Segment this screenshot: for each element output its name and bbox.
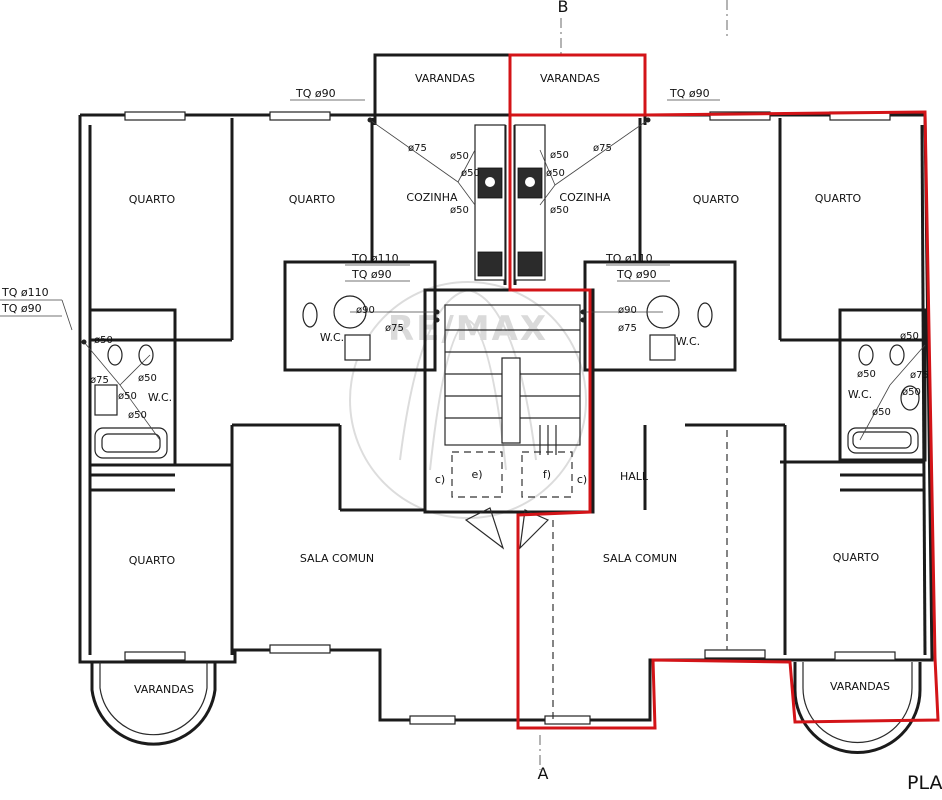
apartment-outline — [508, 53, 940, 730]
pipe-label-d50-wc-left-b: ø50 — [138, 373, 157, 384]
section-mark-a: A — [538, 764, 549, 783]
stair-mark-f: f) — [543, 468, 551, 481]
pipe-label-tq110-left: TQ ø110 — [1, 286, 49, 299]
room-varandas-bottom-right: VARANDAS — [830, 680, 890, 693]
pipe-label-d50-wc-right-d: ø50 — [872, 407, 891, 418]
pipe-label-d50-kitchen-left-c: ø50 — [450, 205, 469, 216]
pipe-label-d75-wc-right: ø75 — [910, 370, 929, 381]
room-cozinha-left: COZINHA — [406, 191, 458, 204]
stair-mark-c-right: c) — [577, 473, 587, 486]
pipe-label-d50-wc-left-d: ø50 — [128, 410, 147, 421]
room-quarto-3: QUARTO — [693, 193, 740, 206]
pipe-label-d90-wc-cr: ø90 — [618, 305, 637, 316]
stair-core — [444, 304, 581, 550]
pipe-label-tq90-left: TQ ø90 — [1, 302, 42, 315]
room-varandas-bottom-left: VARANDAS — [134, 683, 194, 696]
pipe-label-d50-wc-left-c: ø50 — [118, 391, 137, 402]
pipe-label-d50-kitchen-right-a: ø50 — [550, 150, 569, 161]
room-cozinha-right: COZINHA — [559, 191, 611, 204]
room-wc-right: W.C. — [848, 388, 872, 401]
pipe-label-d75-wc-left: ø75 — [90, 375, 109, 386]
room-varandas-top-right: VARANDAS — [540, 72, 600, 85]
remax-watermark: RE/MAX — [349, 281, 587, 519]
pipe-label-d75-kitchen-left: ø75 — [408, 143, 427, 154]
pipe-label-tq90-top-right: TQ ø90 — [669, 87, 710, 100]
room-quarto-2: QUARTO — [289, 193, 336, 206]
stair-mark-c-left: c) — [435, 473, 445, 486]
room-wc-center-right: W.C. — [676, 335, 700, 348]
room-quarto-5: QUARTO — [129, 554, 176, 567]
watermark-text: RE/MAX — [388, 309, 548, 349]
pipe-label-d50-kitchen-left-a: ø50 — [450, 151, 469, 162]
pipe-label-tq110-center-right: TQ ø110 — [605, 252, 653, 265]
pipe-label-d75-kitchen-right: ø75 — [593, 143, 612, 154]
pipe-label-d50-wc-right-c: ø50 — [902, 387, 921, 398]
pipe-label-d50-wc-left-a: ø50 — [94, 335, 113, 346]
plan-title-fragment: PLA — [907, 772, 942, 794]
window-marks — [124, 111, 896, 725]
room-quarto-1: QUARTO — [129, 193, 176, 206]
kitchen-counters — [474, 124, 546, 281]
room-quarto-6: QUARTO — [833, 551, 880, 564]
pipe-lines — [0, 99, 926, 441]
section-mark-b: B — [558, 0, 569, 16]
pipe-label-tq90-center-right: TQ ø90 — [616, 268, 657, 281]
room-hall: HALL — [620, 470, 649, 483]
bathroom-fixtures — [94, 295, 920, 459]
pipe-label-tq90-top-left: TQ ø90 — [295, 87, 336, 100]
room-varandas-top-left: VARANDAS — [415, 72, 475, 85]
pipe-label-tq90-center-left: TQ ø90 — [351, 268, 392, 281]
room-sala-right: SALA COMUN — [603, 552, 677, 565]
pipe-label-d50-kitchen-left-b: ø50 — [461, 168, 480, 179]
pipe-label-d90-wc-cl: ø90 — [356, 305, 375, 316]
stair-mark-e: e) — [471, 468, 482, 481]
pipe-label-d75-wc-cl: ø75 — [385, 323, 404, 334]
room-wc-left: W.C. — [148, 391, 172, 404]
room-quarto-4: QUARTO — [815, 192, 862, 205]
room-wc-center-left: W.C. — [320, 331, 344, 344]
bay-balconies — [90, 662, 922, 754]
pipe-label-d50-wc-right-a: ø50 — [900, 331, 919, 342]
pipe-label-d50-kitchen-right-b: ø50 — [546, 168, 565, 179]
pipe-label-d50-wc-right-b: ø50 — [857, 369, 876, 380]
room-sala-left: SALA COMUN — [300, 552, 374, 565]
pipe-label-d75-wc-cr: ø75 — [618, 323, 637, 334]
pipe-label-tq110-center-left: TQ ø110 — [351, 252, 399, 265]
pipe-label-d50-kitchen-right-c: ø50 — [550, 205, 569, 216]
